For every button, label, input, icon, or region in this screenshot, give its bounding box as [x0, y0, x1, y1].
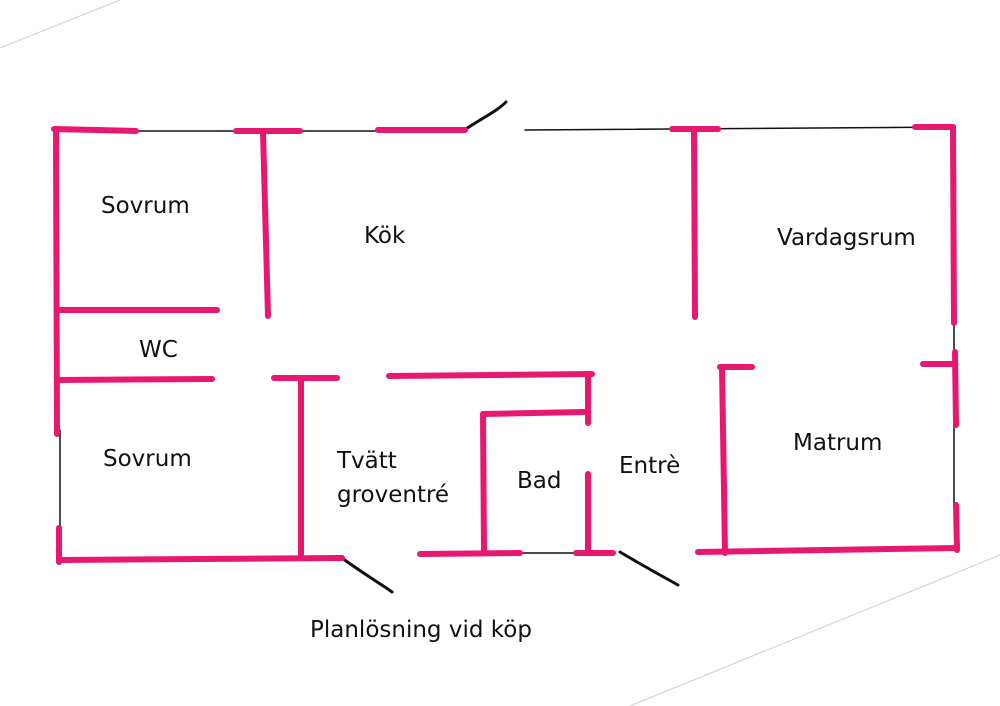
thin-lines: [55, 126, 956, 554]
top-thin-line-right: [524, 126, 956, 131]
walls: [51, 124, 960, 565]
paper-edge-bottom: [629, 554, 1000, 706]
front-door-top: [464, 100, 508, 131]
room-label-matrum: Matrum: [793, 430, 883, 456]
wall-bad-left: [480, 411, 487, 555]
room-label-sovrum-top: Sovrum: [101, 193, 190, 219]
doors: [340, 100, 680, 594]
paper-edge-top: [0, 0, 121, 49]
room-label-wc: WC: [139, 337, 178, 363]
wall-kok-vardagsrum: [691, 126, 698, 320]
room-label-bad: Bad: [517, 468, 562, 494]
room-label-sovrum-bottom: Sovrum: [103, 446, 192, 472]
wall-right-outer-upper: [950, 124, 957, 326]
wall-bottom-left: [56, 555, 345, 563]
wall-bottom-right: [695, 545, 960, 555]
wall-left-outer: [53, 127, 60, 437]
plan-caption: Planlösning vid köp: [310, 617, 532, 643]
wall-kok-bad-top: [386, 371, 595, 379]
wall-bad-top-inner: [480, 409, 587, 417]
room-label-entre: Entrè: [619, 453, 681, 479]
wall-matrum-left: [719, 364, 728, 556]
wall-top-1: [51, 126, 139, 134]
door-bottom-left: [340, 556, 394, 594]
wall-bottom-bad: [417, 550, 523, 557]
wall-wc-bottom: [55, 376, 215, 383]
room-label-groventre: groventré: [337, 482, 450, 508]
room-label-vardagsrum: Vardagsrum: [777, 225, 916, 251]
wall-right-outer-mid: [952, 349, 959, 428]
wall-sovrum-kok: [260, 128, 271, 319]
wall-right-outer-lower: [953, 502, 960, 553]
door-bottom-middle: [618, 550, 680, 587]
room-label-kok: Kök: [364, 223, 406, 249]
room-label-tvatt: Tvätt: [337, 448, 397, 474]
